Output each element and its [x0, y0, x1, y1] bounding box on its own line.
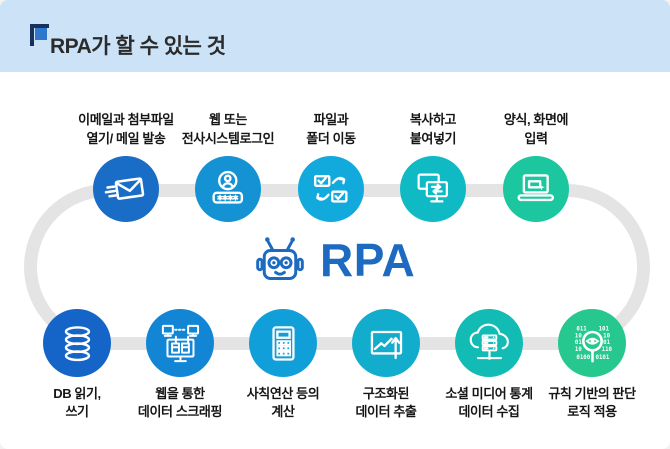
web-scraping-icon	[146, 309, 214, 377]
capability-label: 웹 또는 전사시스템로그인	[181, 112, 275, 146]
capability-item-social: 소셜 미디어 통계 데이터 수집	[426, 309, 552, 422]
capability-label: 복사하고 붙여넣기	[409, 112, 457, 146]
svg-text:10: 10	[574, 333, 581, 339]
capability-item-login: 웹 또는 전사시스템로그인	[168, 108, 288, 222]
svg-text:10: 10	[574, 347, 581, 353]
capability-item-form-input: 양식, 화면에 입력	[476, 108, 596, 222]
system-login-icon	[195, 156, 261, 222]
svg-text:10: 10	[603, 333, 610, 339]
data-extract-icon	[352, 309, 420, 377]
form-input-icon	[503, 156, 569, 222]
capability-label: 규칙 기반의 판단 로직 적용	[548, 386, 636, 420]
svg-text:01: 01	[603, 340, 610, 346]
copy-paste-icon	[400, 156, 466, 222]
rpa-center: RPA	[252, 231, 415, 291]
svg-text:0101: 0101	[595, 354, 609, 360]
capability-item-calc: 사칙연산 등의 계산	[220, 309, 346, 422]
capability-item-file-move: 파일과 폴더 이동	[271, 108, 391, 222]
capability-label: DB 읽기, 쓰기	[53, 386, 101, 420]
calculator-icon	[249, 309, 317, 377]
cloud-stats-icon	[455, 309, 523, 377]
capability-item-copy-paste: 복사하고 붙여넣기	[373, 108, 493, 222]
rpa-wordmark: RPA	[320, 234, 416, 286]
capability-label: 소셜 미디어 통계 데이터 수집	[445, 386, 533, 420]
svg-text:110: 110	[601, 347, 612, 353]
svg-text:0100: 0100	[576, 354, 590, 360]
page-title: RPA가 할 수 있는 것	[50, 35, 226, 58]
capability-item-db: DB 읽기, 쓰기	[14, 309, 140, 422]
capability-label: 이메일과 첨부파일 열기/ 메일 발송	[78, 112, 174, 146]
capability-label: 양식, 화면에 입력	[503, 112, 569, 146]
capability-label: 파일과 폴더 이동	[306, 112, 356, 146]
capability-label: 웹을 통한 데이터 스크래핑	[137, 386, 223, 420]
svg-text:101: 101	[598, 326, 609, 332]
capability-item-extract: 구조화된 데이터 추출	[323, 309, 449, 422]
title-corner-mark-icon	[30, 24, 49, 46]
database-icon	[43, 309, 111, 377]
svg-text:01: 01	[574, 340, 581, 346]
capability-item-email: 이메일과 첨부파일 열기/ 메일 발송	[66, 108, 186, 222]
header-band: RPA가 할 수 있는 것	[0, 0, 670, 72]
title-corner-square	[35, 28, 47, 40]
capability-item-scraping: 웹을 통한 데이터 스크래핑	[117, 309, 243, 422]
robot-head-icon	[256, 237, 304, 280]
capability-label: 사칙연산 등의 계산	[246, 386, 320, 420]
svg-text:011: 011	[576, 326, 587, 332]
title-corner-bracket	[30, 24, 49, 46]
file-folder-move-icon	[298, 156, 364, 222]
capability-label: 구조화된 데이터 추출	[355, 386, 417, 420]
send-mail-icon	[93, 156, 159, 222]
title-block: RPA가 할 수 있는 것	[30, 24, 226, 60]
